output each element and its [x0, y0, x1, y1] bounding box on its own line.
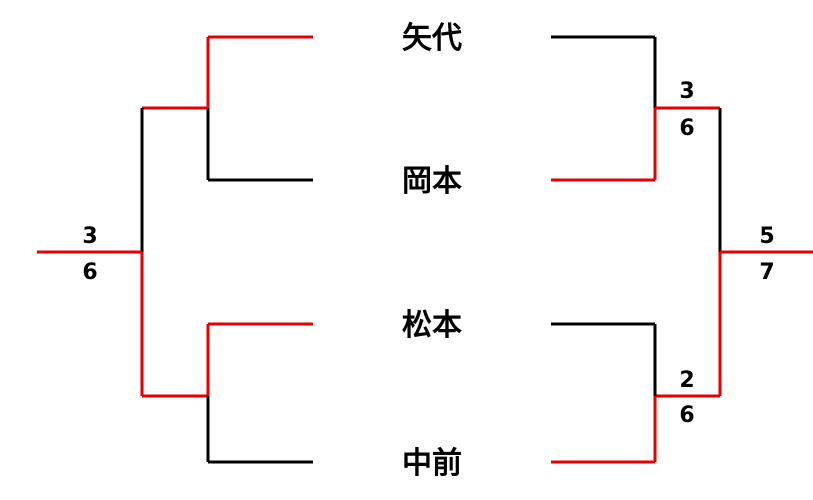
right-semi-top-score-bottom: 6 [679, 116, 694, 141]
left-final-score-bottom: 6 [82, 260, 97, 285]
right-bracket: 3 6 2 6 5 7 [551, 35, 813, 464]
right-final-score-bottom: 7 [759, 260, 774, 285]
player-name: 岡本 [402, 164, 462, 199]
player-name: 中前 [402, 446, 462, 481]
right-semi-top-score-top: 3 [679, 79, 694, 104]
left-bracket: 3 6 [37, 35, 313, 464]
player-name: 松本 [402, 308, 462, 343]
right-final-score-top: 5 [759, 224, 774, 249]
left-final-score-top: 3 [82, 224, 97, 249]
right-semi-bottom-score-bottom: 6 [679, 403, 694, 428]
player-name: 矢代 [402, 21, 462, 56]
right-semi-bottom-score-top: 2 [679, 368, 694, 393]
player-names: 矢代 岡本 松本 中前 [402, 21, 462, 481]
